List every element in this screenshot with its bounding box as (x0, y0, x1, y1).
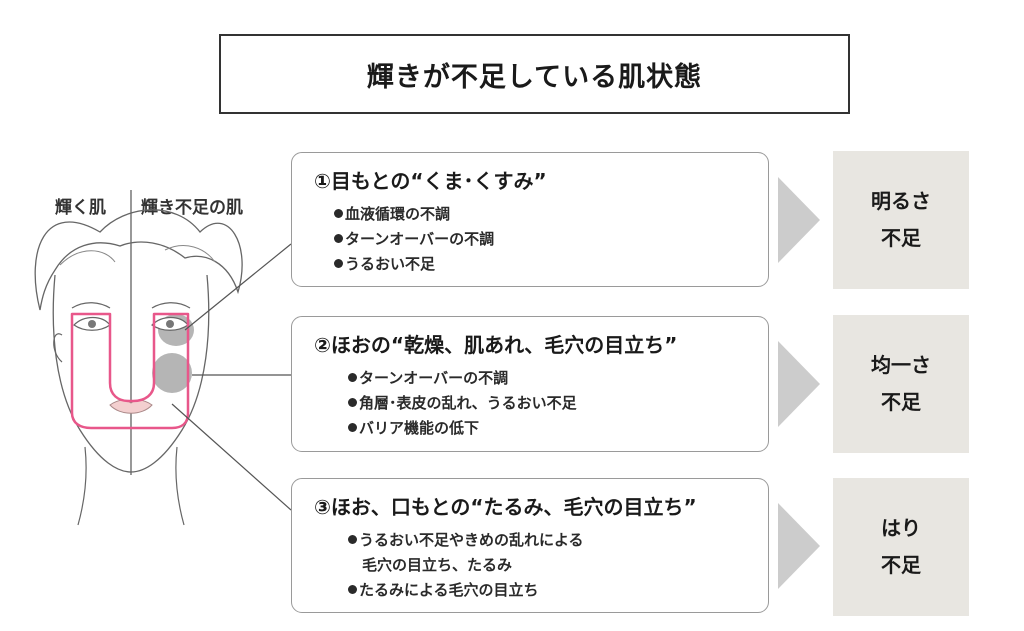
cause-item: ターンオーバーの不調 (334, 227, 768, 252)
bullet-dot (348, 535, 357, 544)
cause-item: たるみによる毛穴の目立ち (348, 578, 768, 603)
left-eyebrow (71, 302, 111, 309)
cheek-spot (152, 353, 192, 393)
neck-right (175, 446, 185, 526)
glowing-skin-label: 輝く肌 (55, 198, 106, 218)
cause-item-continuation: 毛穴の目立ち、たるみ (362, 556, 513, 574)
cause-item: うるおい不足やきめの乱れによる (348, 528, 768, 553)
arrow-right-icon (778, 341, 820, 427)
neck-left (77, 446, 87, 526)
bullet-dot (348, 398, 357, 407)
result-label: 不足 (881, 553, 921, 577)
title-box: 輝きが不足している肌状態 (219, 34, 850, 114)
cause-box-mouth: ③ほお、口もとの“たるみ、毛穴の目立ち” うるおい不足やきめの乱れによる 毛穴の… (291, 478, 769, 613)
right-pupil (166, 320, 174, 328)
result-label: 明るさ (871, 189, 931, 213)
result-label: 不足 (881, 226, 921, 250)
result-label: 均一さ (871, 353, 931, 377)
glow-zone-highlight (70, 312, 190, 430)
result-box-evenness: 均一さ 不足 (833, 315, 969, 453)
cause-title: ②ほおの“乾燥、肌あれ、毛穴の目立ち” (314, 333, 678, 357)
hair-strand (59, 250, 116, 266)
cause-item: 角層･表皮の乱れ、うるおい不足 (348, 391, 768, 416)
cause-title: ①目もとの“くま･くすみ” (314, 169, 547, 193)
bullet-dot (334, 234, 343, 243)
arrow-right-icon (778, 177, 820, 263)
page-title: 輝きが不足している肌状態 (366, 61, 703, 93)
hair-strand (164, 245, 216, 263)
cause-title: ③ほお、口もとの“たるみ、毛穴の目立ち” (314, 495, 697, 519)
hair-outline (34, 209, 243, 311)
face-outline (52, 274, 210, 473)
left-ear (53, 333, 63, 363)
bullet-dot (334, 259, 343, 268)
cause-item: バリア機能の低下 (348, 416, 768, 441)
bullet-dot (348, 373, 357, 382)
connector-line-mouth (171, 403, 292, 511)
result-label: はり (881, 516, 921, 540)
bullet-dot (348, 423, 357, 432)
cause-box-eye: ①目もとの“くま･くすみ” 血液循環の不調 ターンオーバーの不調 うるおい不足 (291, 152, 769, 287)
bullet-dot (334, 209, 343, 218)
cause-item: うるおい不足 (334, 252, 768, 277)
result-box-brightness: 明るさ 不足 (833, 151, 969, 289)
cause-box-cheek: ②ほおの“乾燥、肌あれ、毛穴の目立ち” ターンオーバーの不調 角層･表皮の乱れ、… (291, 316, 769, 452)
result-label: 不足 (881, 390, 921, 414)
cause-item: ターンオーバーの不調 (348, 366, 768, 391)
right-eyebrow (151, 302, 191, 309)
connector-line-eye (184, 243, 292, 331)
cause-item: 血液循環の不調 (334, 202, 768, 227)
result-box-firmness: はり 不足 (833, 478, 969, 616)
left-pupil (88, 320, 96, 328)
dull-skin-label: 輝き不足の肌 (141, 198, 243, 218)
bullet-dot (348, 585, 357, 594)
arrow-right-icon (778, 503, 820, 589)
